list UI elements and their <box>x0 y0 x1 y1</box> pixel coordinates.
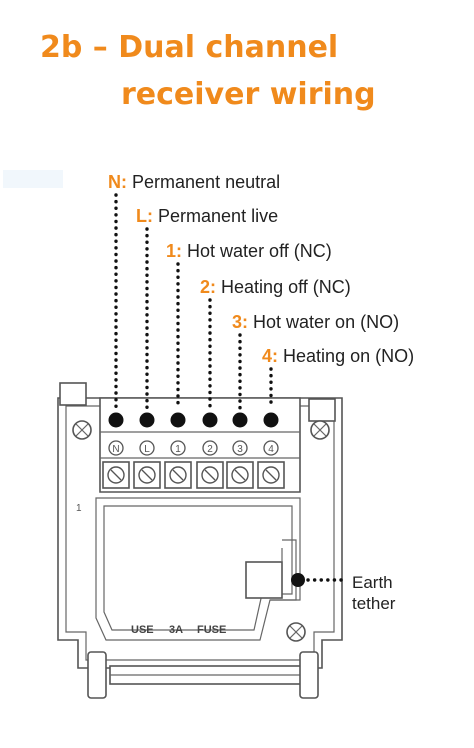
terminal-label-4: 4: Heating on (NO) <box>262 347 414 365</box>
terminal-code: 4: <box>262 346 279 366</box>
right-clip <box>308 398 336 422</box>
terminal-mark: N <box>112 444 119 455</box>
terminal-code: 3: <box>232 312 249 332</box>
terminal-contact-dot <box>263 412 279 428</box>
screw-top-right <box>310 420 330 440</box>
terminal-desc: Permanent neutral <box>132 172 281 192</box>
terminal-contact-dot <box>232 412 248 428</box>
fuse-text-3: FUSE <box>197 624 226 636</box>
terminal-contact-dot <box>108 412 124 428</box>
terminal-label-2: 2: Heating off (NC) <box>200 278 351 296</box>
terminal-code: 2: <box>200 277 217 297</box>
screw-slot <box>172 469 184 481</box>
terminal-group: N L 1 2 3 4 <box>102 193 285 489</box>
page-title-line-1: 2b – Dual channel <box>40 30 339 65</box>
terminal-desc: Permanent live <box>158 206 279 226</box>
terminal-desc: Heating off (NC) <box>221 277 351 297</box>
corner-mark <box>3 170 63 188</box>
terminal-mark: L <box>144 444 150 455</box>
terminal-code: L: <box>136 206 153 226</box>
earth-terminal <box>245 561 283 599</box>
terminal-code: N: <box>108 172 127 192</box>
terminal-mark-circle <box>232 440 248 456</box>
terminal-code: 1: <box>166 241 183 261</box>
terminal-mark: 1 <box>175 444 181 455</box>
terminal-desc: Hot water on (NO) <box>253 312 400 332</box>
terminal-contact-dot <box>202 412 218 428</box>
right-foot <box>299 651 319 699</box>
terminal-contact-dot <box>170 412 186 428</box>
terminal-mark-circle <box>108 440 124 456</box>
terminal-mark-circle <box>202 440 218 456</box>
terminal-desc: Hot water off (NC) <box>187 241 332 261</box>
terminal-mark: 4 <box>268 444 274 455</box>
terminal-label-neutral: N: Permanent neutral <box>108 173 280 191</box>
terminal-label-1: 1: Hot water off (NC) <box>166 242 332 260</box>
side-mark: 1 <box>76 503 82 514</box>
terminal-mark-circle <box>170 440 186 456</box>
screw-slot <box>141 469 153 481</box>
fuse-text-2: 3A <box>169 624 183 636</box>
left-foot <box>87 651 107 699</box>
terminal-mark: 2 <box>207 444 213 455</box>
page-title-line-2: receiver wiring <box>121 77 376 112</box>
terminal-contact-dot <box>139 412 155 428</box>
earth-tether-label: Earth tether <box>352 572 395 615</box>
terminal-label-live: L: Permanent live <box>136 207 278 225</box>
screw-top-left <box>72 420 92 440</box>
screw-slot <box>234 469 246 481</box>
terminal-label-3: 3: Hot water on (NO) <box>232 313 399 331</box>
screw-bottom-right <box>286 622 306 642</box>
terminal-mark-circle <box>263 440 279 456</box>
fuse-text-1: USE <box>131 624 154 636</box>
screw-slot <box>204 469 216 481</box>
screw-slot <box>110 469 122 481</box>
terminal-mark-circle <box>139 440 155 456</box>
terminal-mark: 3 <box>237 444 243 455</box>
earth-connection-dot <box>291 573 305 587</box>
earth-label-line-1: Earth <box>352 573 393 592</box>
earth-label-line-2: tether <box>352 594 396 614</box>
screw-slot <box>265 469 277 481</box>
left-clip <box>59 382 87 406</box>
terminal-desc: Heating on (NO) <box>283 346 415 366</box>
